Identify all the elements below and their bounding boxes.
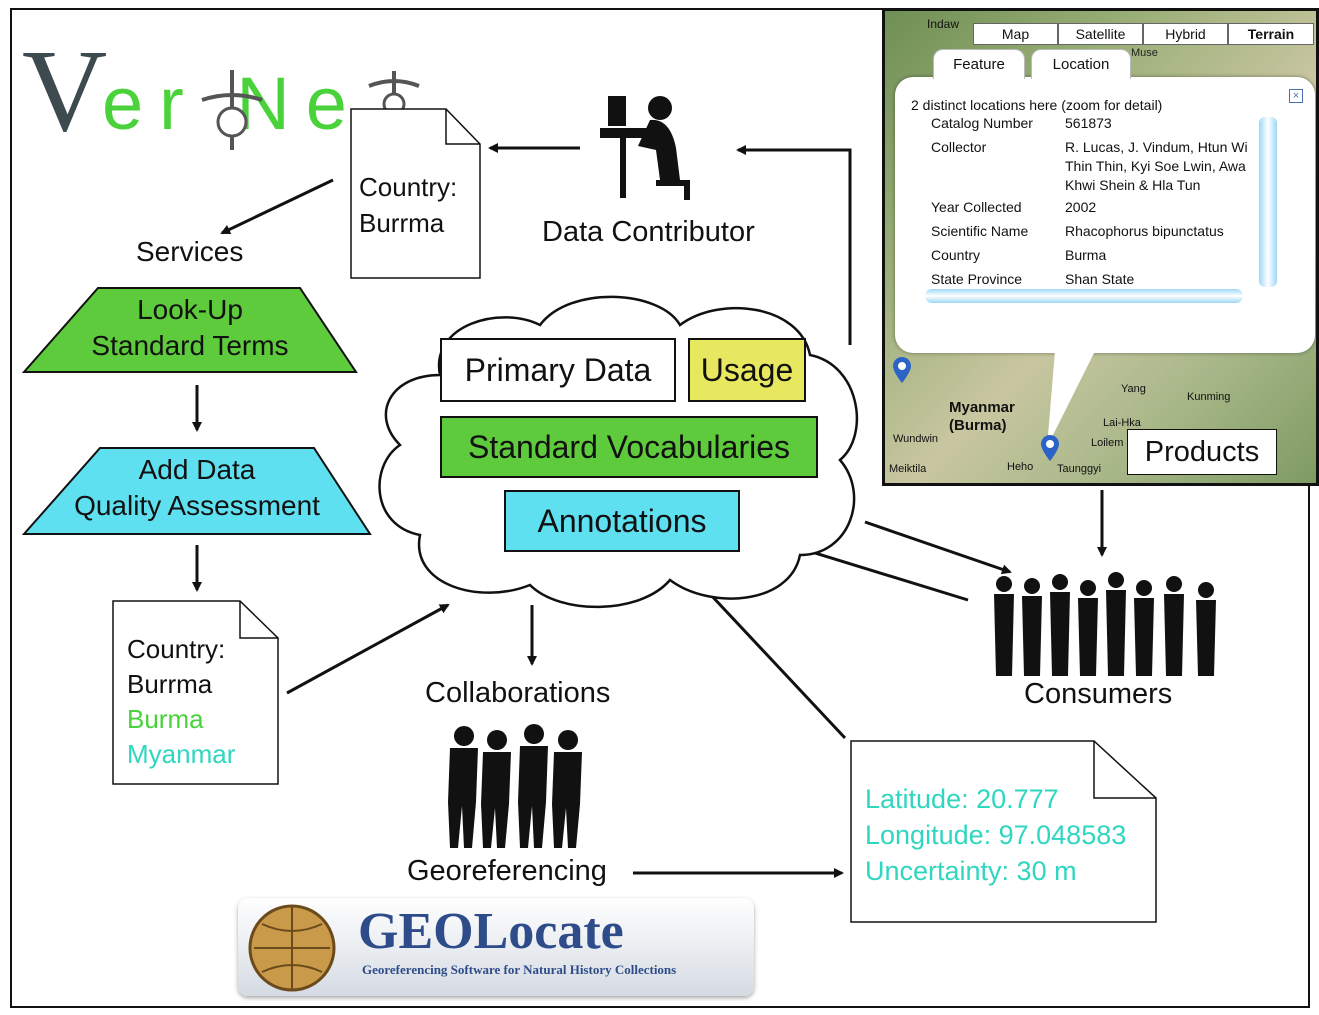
diagram-frame <box>10 8 1310 1008</box>
map-place-indaw: Indaw <box>927 17 960 31</box>
collaborations-label: Collaborations <box>425 677 611 709</box>
products-label: Products <box>1127 429 1277 475</box>
primary-data-box: Primary Data <box>440 338 676 402</box>
map-place-taunggyi: Taunggyi <box>1057 463 1102 475</box>
row-val-catalog: 561873 <box>1065 115 1112 131</box>
arrow-doc-to-services <box>220 178 334 235</box>
quality-line2: Quality Assessment <box>74 490 320 521</box>
map-place-muse: Muse <box>1131 47 1158 59</box>
quality-step-text: Add Data Quality Assessment <box>20 452 374 524</box>
doc-bottom-line3: Burma <box>127 704 204 734</box>
tab-location[interactable]: Location <box>1031 49 1131 79</box>
row-key-collector: Collector <box>931 139 987 155</box>
data-contributor-label: Data Contributor <box>542 216 755 248</box>
doc-bottom-line4: Myanmar <box>127 739 236 769</box>
quality-line1: Add Data <box>138 454 256 485</box>
row-key-state: State Province <box>931 271 1023 287</box>
map-place-laihka: Lai-Hka <box>1103 417 1141 429</box>
tab-feature[interactable]: Feature <box>933 49 1025 79</box>
row-val-sciname: Rhacophorus bipunctatus <box>1065 223 1224 239</box>
services-label: Services <box>136 236 244 267</box>
info-bubble: 2 distinct locations here (zoom for deta… <box>895 77 1315 353</box>
lookup-line2: Standard Terms <box>91 330 289 361</box>
arrow-doc-to-cloud <box>286 603 450 695</box>
annotations-box: Annotations <box>504 490 740 552</box>
uncertainty-text: Uncertainty: 30 m <box>865 856 1077 886</box>
arrow-cloud-to-contributor <box>736 145 852 345</box>
arrow-cloud-to-consumers <box>864 520 1012 575</box>
document-coordinates <box>850 740 1157 923</box>
map-type-satellite-button[interactable]: Satellite <box>1058 23 1143 45</box>
vertical-scrollbar[interactable] <box>1259 117 1277 287</box>
geolocate-title: GEOLocate <box>358 903 624 960</box>
bubble-tail <box>1047 351 1095 447</box>
data-contributor-icon <box>600 96 690 200</box>
latitude-text: Latitude: 20.777 <box>865 784 1059 814</box>
longitude-text: Longitude: 97.048583 <box>865 820 1127 850</box>
row-val-state: Shan State <box>1065 271 1135 287</box>
map-place-loilem: Loilem <box>1091 437 1124 449</box>
products-map: Indaw Map Satellite Hybrid Terrain Muse … <box>882 8 1319 486</box>
doc-top-line1: Country: <box>359 172 458 202</box>
map-place-myanmar: Myanmar <box>949 399 1015 416</box>
document-top <box>350 108 481 279</box>
lookup-step-text: Look-Up Standard Terms <box>20 292 360 364</box>
lookup-line1: Look-Up <box>137 294 243 325</box>
row-key-country: Country <box>931 247 981 263</box>
row-key-catalog: Catalog Number <box>931 115 1033 131</box>
row-val-year: 2002 <box>1065 199 1097 215</box>
map-place-yang: Yang <box>1121 383 1146 395</box>
doc-top-line2: Burrma <box>359 208 445 238</box>
geolocate-subtitle: Georeferencing Software for Natural Hist… <box>362 962 677 977</box>
logo-v: V <box>22 25 108 156</box>
usage-box: Usage <box>688 338 806 402</box>
map-marker-icon[interactable] <box>893 357 911 383</box>
geolocate-logo: GEOLocate Georeferencing Software for Na… <box>238 898 754 996</box>
consumers-label: Consumers <box>1024 678 1173 710</box>
standard-vocabularies-box: Standard Vocabularies <box>440 416 818 478</box>
row-key-sciname: Scientific Name <box>931 223 1029 239</box>
vertebra-icon <box>201 70 263 150</box>
map-type-terrain-button[interactable]: Terrain <box>1228 23 1314 45</box>
map-marker-icon-2[interactable] <box>1041 435 1059 461</box>
globe-icon <box>248 904 336 992</box>
quality-step-shape <box>21 447 372 535</box>
map-type-map-button[interactable]: Map <box>973 23 1058 45</box>
map-place-wundwin: Wundwin <box>893 433 939 445</box>
close-x-icon[interactable]: × <box>1289 89 1303 103</box>
document-bottom <box>112 600 279 785</box>
map-place-meiktila: Meiktila <box>889 463 927 475</box>
horizontal-scrollbar[interactable] <box>925 289 1243 303</box>
row-val-collector: R. Lucas, J. Vindum, Htun Wi Thin Thin, … <box>1065 139 1248 193</box>
georeferencing-label: Georeferencing <box>407 855 607 887</box>
map-place-kunming: Kunming <box>1187 391 1231 403</box>
map-place-burma: (Burma) <box>949 417 1007 434</box>
collaborators-silhouette-icon <box>448 724 582 848</box>
map-place-heho: Heho <box>1007 461 1034 473</box>
lookup-step-shape <box>21 287 358 373</box>
row-key-year: Year Collected <box>931 199 1022 215</box>
doc-bottom-line1: Country: <box>127 634 226 664</box>
doc-bottom-line2: Burrma <box>127 669 213 699</box>
consumers-silhouette-icon <box>994 572 1216 676</box>
info-heading: 2 distinct locations here (zoom for deta… <box>911 97 1163 113</box>
row-val-country: Burma <box>1065 247 1107 263</box>
map-type-hybrid-button[interactable]: Hybrid <box>1143 23 1228 45</box>
